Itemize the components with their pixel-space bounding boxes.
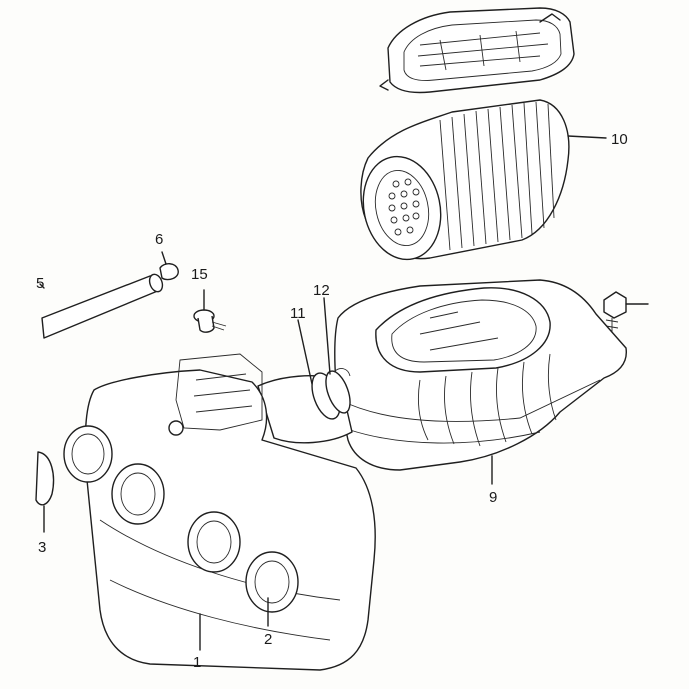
air-cleaner-upper-case <box>333 279 627 485</box>
filter-cover-plate <box>379 7 575 94</box>
callout-10: 10 <box>611 131 628 148</box>
bolt <box>603 291 649 332</box>
intake-tube <box>257 297 353 444</box>
callout-9: 9 <box>489 489 498 506</box>
intake-boots <box>63 425 299 613</box>
breather-hose <box>39 273 164 339</box>
callout-12: 12 <box>313 282 330 299</box>
callout-1: 1 <box>193 654 202 671</box>
hose-clamp <box>159 251 179 281</box>
callout-6: 6 <box>155 231 164 248</box>
callout-3: 3 <box>38 539 47 556</box>
seal-ring <box>35 451 55 533</box>
filter-element <box>360 99 607 261</box>
air-cleaner-lower-case <box>63 353 376 671</box>
callout-2: 2 <box>264 631 273 648</box>
callout-15: 15 <box>191 266 208 283</box>
callout-5: 5 <box>36 275 45 292</box>
mounting-screw <box>193 289 227 333</box>
callout-11: 11 <box>290 305 306 322</box>
